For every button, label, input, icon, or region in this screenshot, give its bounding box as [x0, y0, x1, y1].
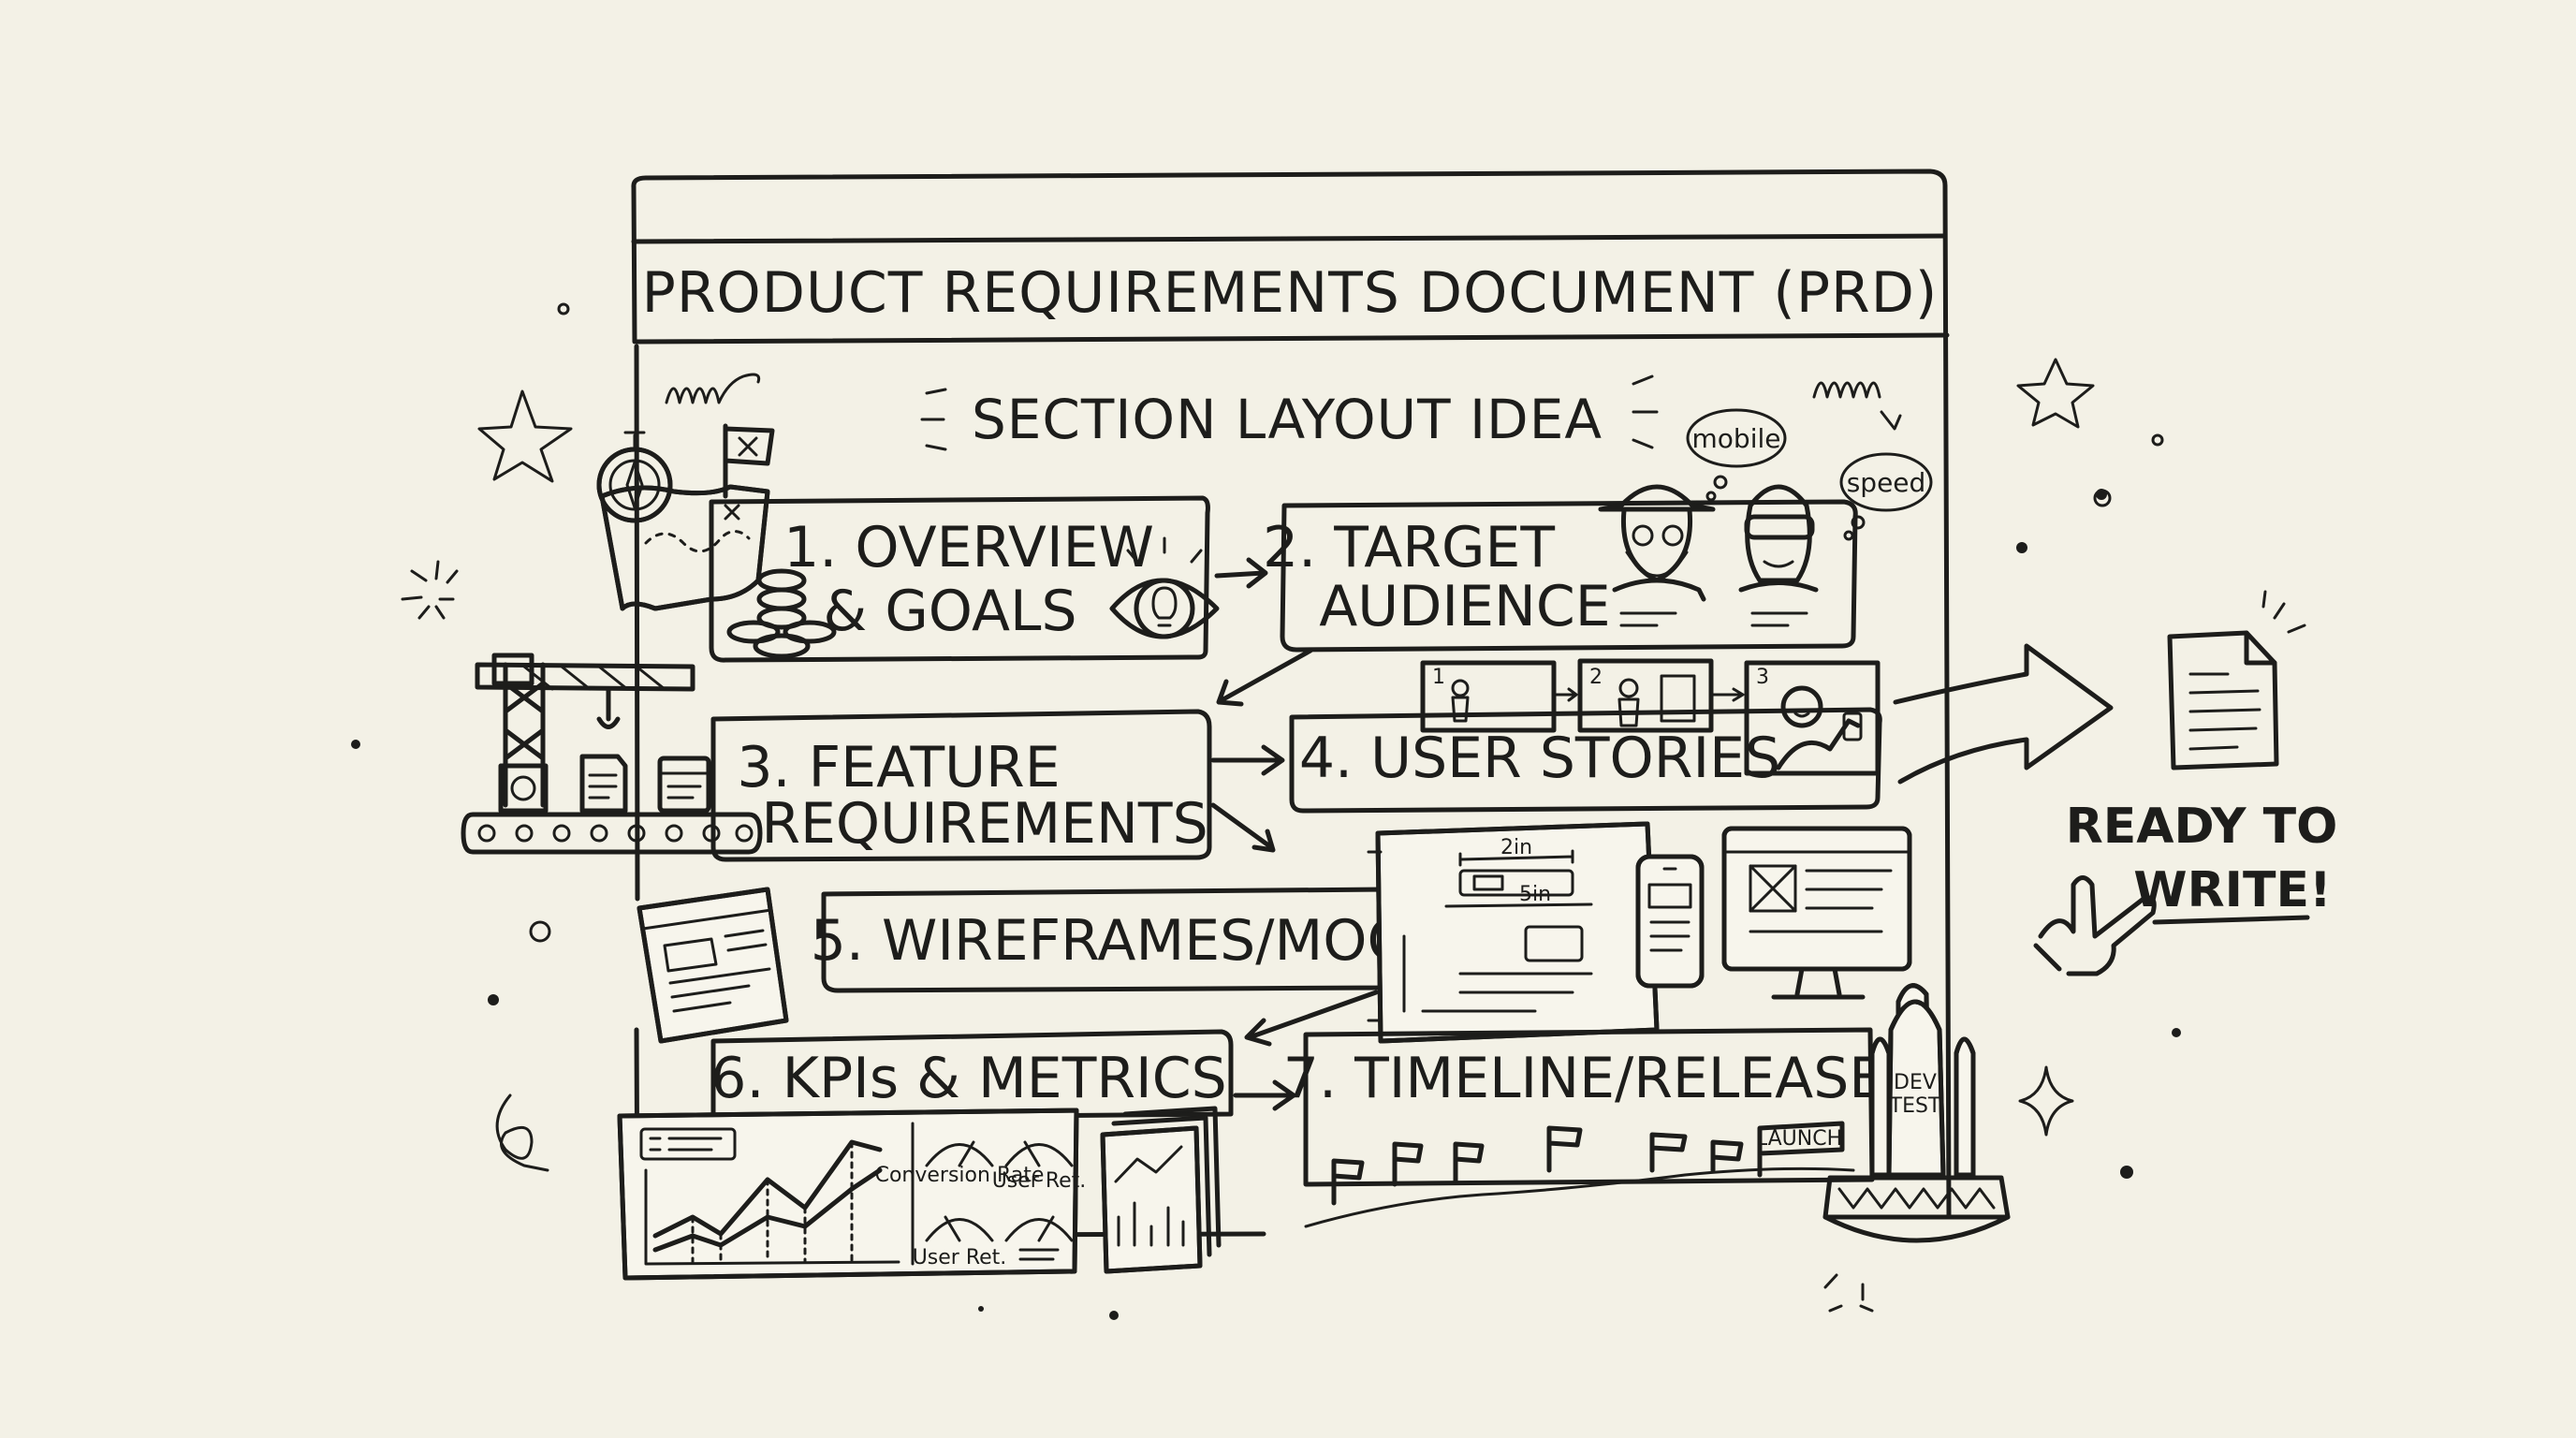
arrow-3-to-5	[1210, 802, 1276, 853]
person-vr-icon	[1738, 484, 1819, 627]
scribble-right	[1812, 381, 1902, 431]
storyboard-num-2: 2	[1589, 666, 1603, 689]
big-arrow-to-document	[1893, 643, 2114, 785]
bubble-mobile-text: mobile	[1692, 423, 1781, 454]
swirl-scribble	[495, 1093, 549, 1172]
sparkle-icon-left	[401, 560, 459, 620]
dashboard-chart-icon: Conversion Rate User Ret. User Ret.	[617, 1108, 1087, 1281]
section-heading: SECTION LAYOUT IDEA	[972, 388, 1603, 451]
wireframe-browser-icon	[637, 887, 789, 1044]
wireframe-label-5in: 5in	[1519, 883, 1551, 906]
sparkle-icon-right	[2018, 1065, 2074, 1137]
section-heading-group: SECTION LAYOUT IDEA	[920, 374, 1659, 451]
cta-line2: WRITE!	[2133, 862, 2331, 918]
arrow-2-to-3	[1216, 648, 1313, 707]
arrow-6-to-7	[1233, 1079, 1296, 1111]
eye-lightbulb-icon	[1109, 536, 1220, 639]
storyboard-icon: 1 2 3	[1420, 658, 1881, 776]
section-box-feature-requirements[interactable]: 3. FEATURE REQUIREMENTS	[710, 709, 1212, 862]
gauge-label-user-ret-2: User Ret.	[913, 1246, 1007, 1269]
bubble-speed-text: speed	[1847, 467, 1926, 498]
map-icon	[599, 423, 775, 611]
section-7-line1: 7. TIMELINE/RELEASE	[1283, 1046, 1884, 1111]
storyboard-num-1: 1	[1432, 666, 1445, 689]
rocket-label-test: TEST	[1889, 1094, 1941, 1118]
compass-icon	[596, 431, 673, 523]
section-2-line2: AUDIENCE	[1319, 574, 1610, 639]
cta-line1: READY TO	[2066, 799, 2338, 855]
section-3-line1: 3. FEATURE	[737, 735, 1060, 800]
thought-bubble-mobile: mobile	[1686, 408, 1787, 502]
scribble-left	[665, 373, 761, 404]
rocket-label-dev: DEV	[1894, 1071, 1937, 1094]
section-1-line2: & GOALS	[823, 579, 1076, 644]
person-hat-icon	[1598, 484, 1716, 627]
section-1-line1: 1. OVERVIEW	[783, 515, 1154, 580]
section-6-line1: 6. KPIs & METRICS	[710, 1046, 1226, 1111]
call-to-action[interactable]: READY TO WRITE!	[2066, 799, 2338, 925]
section-2-line1: 2. TARGET	[1263, 515, 1555, 580]
decor-dots	[351, 302, 2181, 1320]
arrow-3-to-4	[1210, 744, 1285, 776]
pointing-hand-icon	[2033, 875, 2157, 976]
star-icon-left	[477, 389, 573, 483]
blueprint-sheet-icon: 2in 5in	[1367, 821, 1660, 1044]
star-icon-right	[2016, 358, 2095, 429]
document-title: PRODUCT REQUIREMENTS DOCUMENT (PRD)	[642, 260, 1939, 326]
thought-bubble-speed: speed	[1839, 452, 1933, 541]
storyboard-num-3: 3	[1756, 666, 1769, 689]
gauge-label-conversion: Conversion Rate	[875, 1164, 1045, 1187]
phone-icon	[1635, 854, 1705, 989]
gauge-label-user-ret-1: User Ret.	[992, 1169, 1087, 1193]
arrow-5-to-6	[1244, 990, 1379, 1047]
monitor-icon	[1721, 826, 1912, 1000]
section-4-line1: 4. USER STORIES	[1299, 726, 1780, 791]
section-3-line2: REQUIREMENTS	[761, 791, 1208, 857]
coins-icon	[726, 568, 837, 659]
document-icon	[2167, 590, 2306, 770]
section-box-target-audience[interactable]: 2. TARGET AUDIENCE	[1263, 499, 1858, 653]
milestone-flags-icon: LAUNCH	[1304, 1121, 1855, 1228]
section-box-kpis[interactable]: 6. KPIs & METRICS	[710, 1029, 1234, 1122]
rocket-icon: DEV TEST	[1822, 983, 2011, 1313]
section-box-timeline[interactable]: 7. TIMELINE/RELEASE	[1283, 1027, 1884, 1187]
launch-flag-text: LAUNCH	[1756, 1127, 1842, 1151]
report-icon	[1100, 1106, 1222, 1274]
arrow-1-to-2	[1214, 557, 1268, 589]
wireframe-label-2in: 2in	[1500, 836, 1532, 859]
section-box-overview[interactable]: 1. OVERVIEW & GOALS	[709, 495, 1210, 663]
crane-conveyor-icon	[461, 653, 763, 855]
